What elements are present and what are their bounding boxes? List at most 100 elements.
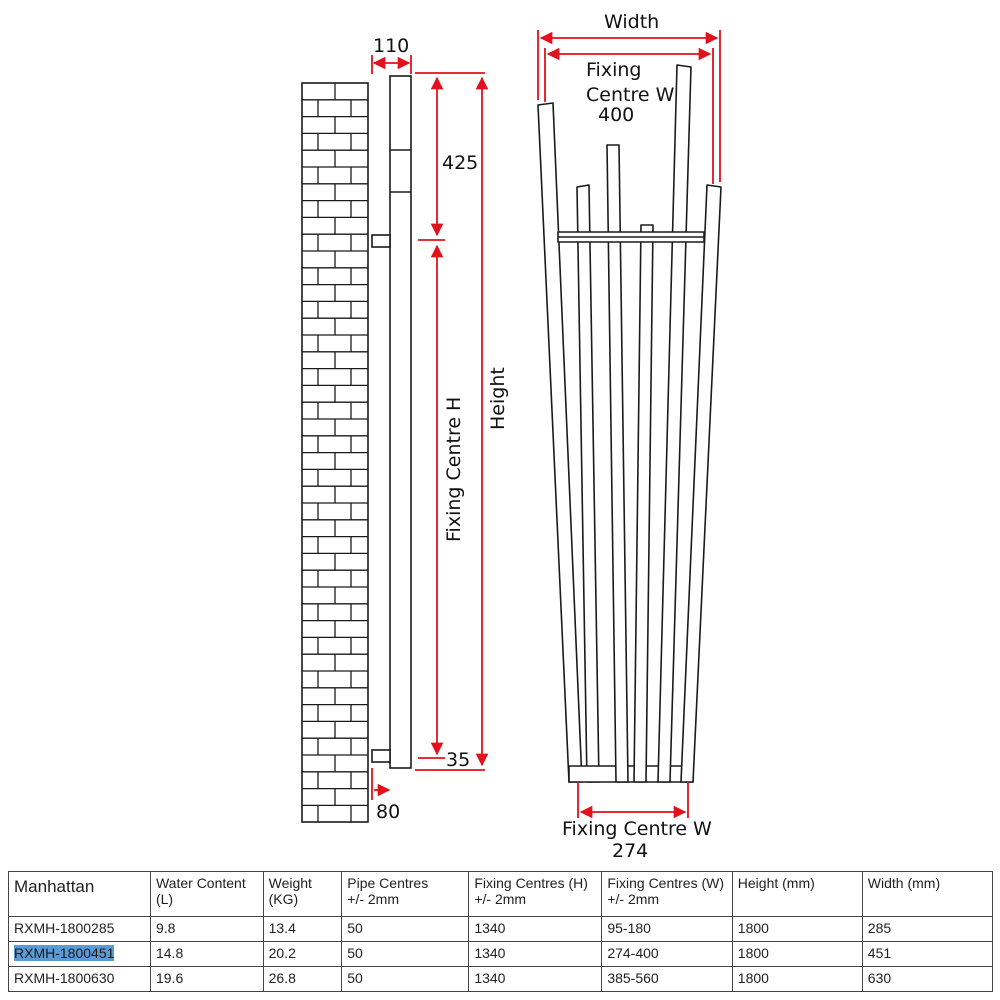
top-bracket (371, 234, 391, 248)
cell-value: 19.6 (155, 970, 184, 986)
table-column-header: Fixing Centres (H)+/- 2mm (468, 871, 603, 917)
bracket-depth-label: 80 (376, 801, 400, 823)
cell-value: 50 (347, 970, 363, 986)
cell-value: 14.8 (155, 945, 184, 961)
table-cell: 19.6 (149, 966, 264, 992)
fixing-centre-h-label: Fixing Centre H (443, 397, 465, 542)
fixing-centre-w-top-value: 400 (598, 104, 634, 126)
header-text-line: Manhattan (14, 877, 95, 896)
height-label: Height (487, 367, 509, 430)
tube-4 (633, 224, 654, 783)
table-column-header: Width (mm) (861, 871, 994, 917)
table-cell: 50 (341, 966, 470, 992)
cell-value: 13.4 (268, 920, 296, 936)
header-text-line: Fixing Centres (H) (474, 875, 588, 891)
table-cell: 630 (861, 966, 994, 992)
table-column-header: Water Content(L) (149, 871, 264, 917)
table-column-header: Weight(KG) (262, 871, 343, 917)
tube-6 (680, 184, 722, 783)
technical-drawing: 110 425 Fixing Centre H Height 35 80 Wid… (301, 11, 722, 862)
radiator-side-profile (389, 75, 412, 769)
table-cell: 285 (861, 916, 994, 942)
cell-value: 385-560 (607, 970, 659, 986)
cell-value: 95-180 (607, 920, 651, 936)
cell-value: 274-400 (607, 945, 659, 961)
cell-value: 1800 (737, 920, 769, 936)
cell-value: 630 (867, 970, 892, 986)
cell-value: 20.2 (268, 945, 296, 961)
cell-value: 26.8 (268, 970, 296, 986)
table-column-header: Fixing Centres (W)+/- 2mm (601, 871, 733, 917)
table-cell: 1800 (731, 941, 863, 967)
table-row: RXMH-1800451 14.8 20.2 50 1340 274-400 1800 451 (8, 941, 994, 967)
front-view-dimensions (537, 30, 721, 819)
brick-wall (301, 82, 369, 823)
tube-1 (537, 102, 583, 783)
model-code-cell: RXMH-1800285 (8, 916, 151, 942)
header-text-line: Height (mm) (737, 875, 815, 891)
header-text-line: Pipe Centres (347, 875, 429, 891)
header-text-line: Fixing Centres (W) (607, 875, 725, 891)
header-text-line: +/- 2mm (474, 891, 527, 907)
bottom-offset-label: 35 (446, 749, 470, 771)
depth-top-label: 110 (373, 35, 409, 57)
bottom-manifold (568, 765, 694, 783)
table-brand-header: Manhattan (8, 871, 151, 917)
bottom-bracket (371, 749, 391, 763)
model-code-cell: RXMH-1800451 (8, 941, 151, 967)
fixing-centre-w-bottom-label: Fixing Centre W (562, 818, 712, 840)
tube-2 (576, 184, 600, 783)
table-cell: 14.8 (149, 941, 264, 967)
model-code: RXMH-1800451 (14, 945, 115, 961)
cell-value: 50 (347, 920, 363, 936)
side-view-radiator (371, 75, 412, 769)
table-cell: 385-560 (601, 966, 733, 992)
fixing-centre-w-top-label-1: Fixing (586, 59, 641, 81)
cell-value: 50 (347, 945, 363, 961)
cell-value: 1800 (737, 945, 769, 961)
table-cell: 274-400 (601, 941, 733, 967)
front-view-radiator (537, 64, 722, 783)
header-text-line: Weight (268, 875, 312, 891)
table-cell: 1340 (468, 966, 603, 992)
table-column-header: Pipe Centres+/- 2mm (341, 871, 470, 917)
table-cell: 26.8 (262, 966, 343, 992)
model-code: RXMH-1800630 (14, 970, 115, 986)
tube-5 (657, 64, 692, 783)
header-text-line: +/- 2mm (607, 891, 660, 907)
table-cell: 50 (341, 941, 470, 967)
table-cell: 1800 (731, 966, 863, 992)
table-cell: 1340 (468, 941, 603, 967)
header-text-line: (L) (155, 891, 174, 907)
table-cell: 1800 (731, 916, 863, 942)
fixing-centre-w-bottom-value: 274 (612, 840, 648, 862)
width-label: Width (604, 11, 659, 33)
header-text-line: Width (mm) (867, 875, 941, 891)
table-cell: 95-180 (601, 916, 733, 942)
cell-value: 285 (867, 920, 892, 936)
cell-value: 1340 (474, 970, 506, 986)
header-text-line: +/- 2mm (347, 891, 399, 907)
cell-value: 1340 (474, 945, 506, 961)
model-code-cell: RXMH-1800630 (8, 966, 151, 992)
model-code: RXMH-1800285 (14, 920, 115, 936)
tube-3 (606, 144, 629, 783)
table-row: RXMH-1800630 19.6 26.8 50 1340 385-560 1800 630 (8, 966, 994, 992)
table-cell: 1340 (468, 916, 603, 942)
table-column-header: Height (mm) (731, 871, 863, 917)
header-text-line: (KG) (268, 891, 299, 907)
side-view-dimensions (371, 55, 489, 800)
fixing-centre-w-top-label-2: Centre W (586, 84, 675, 106)
table-cell: 451 (861, 941, 994, 967)
cell-value: 9.8 (155, 920, 176, 936)
table-cell: 20.2 (262, 941, 343, 967)
table-cell: 13.4 (262, 916, 343, 942)
table-cell: 50 (341, 916, 470, 942)
cell-value: 451 (867, 945, 892, 961)
cell-value: 1800 (737, 970, 769, 986)
table-cell: 9.8 (149, 916, 264, 942)
top-offset-label: 425 (442, 152, 478, 174)
